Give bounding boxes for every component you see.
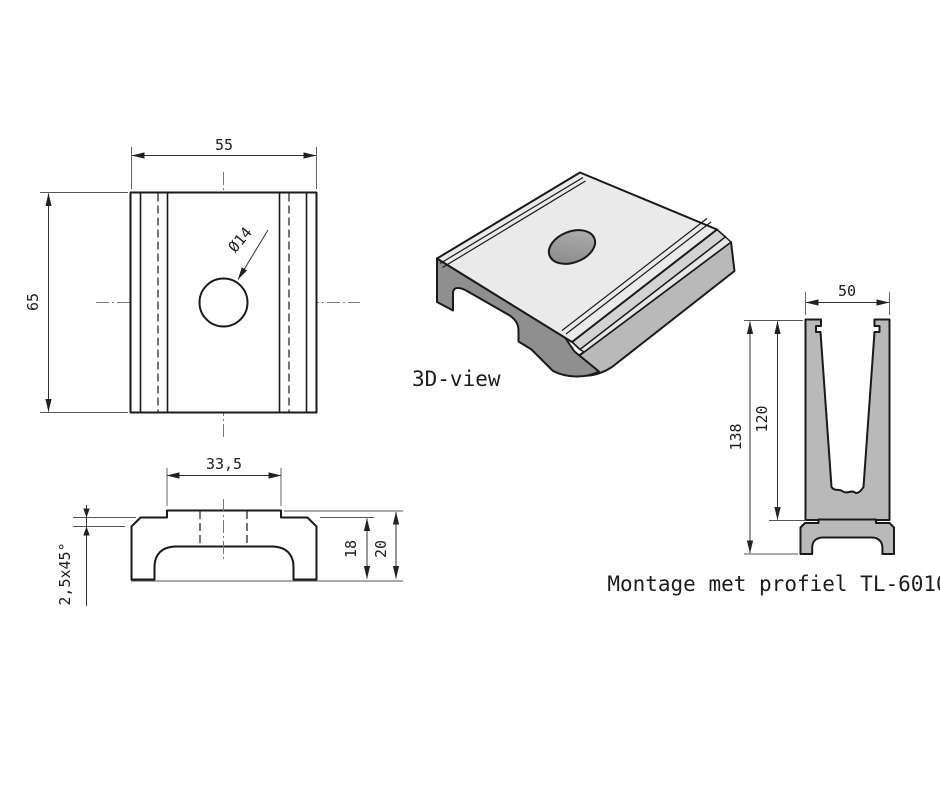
top-view-hole (198, 277, 249, 328)
side-view-chamfer-dim: 2,5x45° (56, 542, 74, 605)
iso-groove-line (439, 176, 584, 265)
hole-leader-line (237, 229, 269, 280)
iso-view-label: 3D-view (412, 367, 501, 391)
profile-total-height-dim: 138 (727, 423, 745, 450)
iso-hole (547, 229, 597, 265)
iso-shoulder-ledge (579, 236, 732, 353)
side-view-total-height-dim: 20 (372, 540, 390, 558)
profile-view: 50 138 120 Montage met profiel TL-6010 (607, 282, 940, 596)
profile-width-dim: 50 (838, 282, 856, 300)
side-view-shoulder-height-dim: 18 (342, 540, 360, 558)
profile-clamp-outline (799, 518, 895, 555)
side-view-boss-width-dim: 33,5 (206, 455, 242, 473)
top-view-width-dim: 55 (215, 136, 233, 154)
iso-groove-line (565, 221, 712, 335)
profile-inner-height-dim: 120 (753, 405, 771, 432)
iso-groove-line (561, 218, 708, 331)
iso-groove-line (442, 180, 586, 269)
top-view: Ø14 55 65 (24, 136, 360, 438)
profile-channel-outline (804, 318, 891, 521)
iso-view: 3D-view (412, 171, 736, 391)
top-view-height-dim: 65 (24, 293, 42, 311)
profile-caption: Montage met profiel TL-6010 (607, 572, 940, 596)
iso-end-face-arch (436, 257, 600, 378)
side-view: 33,5 18 20 2,5x45° (56, 455, 403, 606)
